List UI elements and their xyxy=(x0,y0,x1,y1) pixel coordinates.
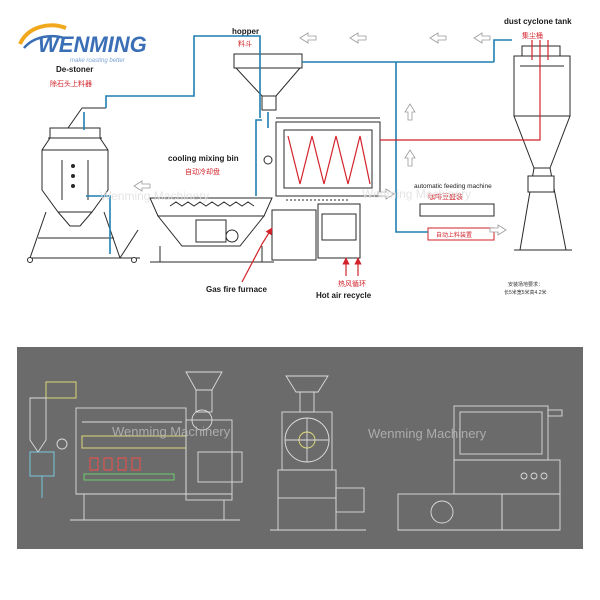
dust-cyclone-tank xyxy=(513,45,572,251)
label-hotair-en: Hot air recycle xyxy=(316,291,372,300)
process-flow-panel: WENMING make roasting better De-stoner 除… xyxy=(18,17,573,300)
label-hopper-en: hopper xyxy=(232,27,259,36)
label-cooling-cn: 自动冷却盘 xyxy=(185,167,220,176)
label-cooling-en: cooling mixing bin xyxy=(168,154,239,163)
brand-tagline: make roasting better xyxy=(70,58,126,64)
cad-front-view xyxy=(29,371,243,521)
label-furnace-en: Gas fire furnace xyxy=(206,285,267,294)
cad-side-view xyxy=(270,375,366,531)
cad-rear-view xyxy=(397,405,563,531)
label-feeding-en: automatic feeding machine xyxy=(414,183,492,190)
label-destoner-en: De-stoner xyxy=(56,65,93,74)
install-note-line-2: 长5米宽5米高4.2米 xyxy=(504,289,547,296)
watermark-bottom-right: Wenming Machinery xyxy=(368,426,487,441)
logo-swoosh-icon xyxy=(18,23,67,49)
gas-fire-furnace xyxy=(271,209,317,261)
hopper-machine xyxy=(233,53,303,111)
watermark-top-left: Wenming Machinery xyxy=(100,189,209,203)
label-cyclone-en: dust cyclone tank xyxy=(504,17,572,26)
watermark-bottom-left: Wenming Machinery xyxy=(112,424,231,439)
feeding-machine-boxes: 自动上料装置 xyxy=(419,203,495,241)
conveyor-pipes xyxy=(83,35,512,254)
label-destoner-cn: 除石头上料器 xyxy=(50,79,92,88)
watermark-top-right: Wenming Machinery xyxy=(362,187,471,201)
label-hopper-cn: 料斗 xyxy=(238,39,252,48)
destoner-machine xyxy=(27,107,140,263)
cooling-mixing-bin xyxy=(149,197,274,263)
label-cyclone-cn: 集尘桶 xyxy=(522,31,543,40)
cad-drawing-panel: Wenming Machinery Wenming Machinery xyxy=(17,347,583,549)
label-hotair-cn: 热风循环 xyxy=(338,279,366,288)
roaster-drum xyxy=(263,117,381,259)
hot-air-lines xyxy=(241,40,549,283)
feeding-box-cn: 自动上料装置 xyxy=(436,231,472,239)
brand-logo: WENMING make roasting better xyxy=(18,23,147,64)
label-feeding-cn: 咖啡豆盛装 xyxy=(428,192,463,201)
brand-name: WENMING xyxy=(38,32,147,57)
flow-arrows xyxy=(133,32,507,236)
install-note-line-1: 安装场地要求： xyxy=(508,281,543,288)
